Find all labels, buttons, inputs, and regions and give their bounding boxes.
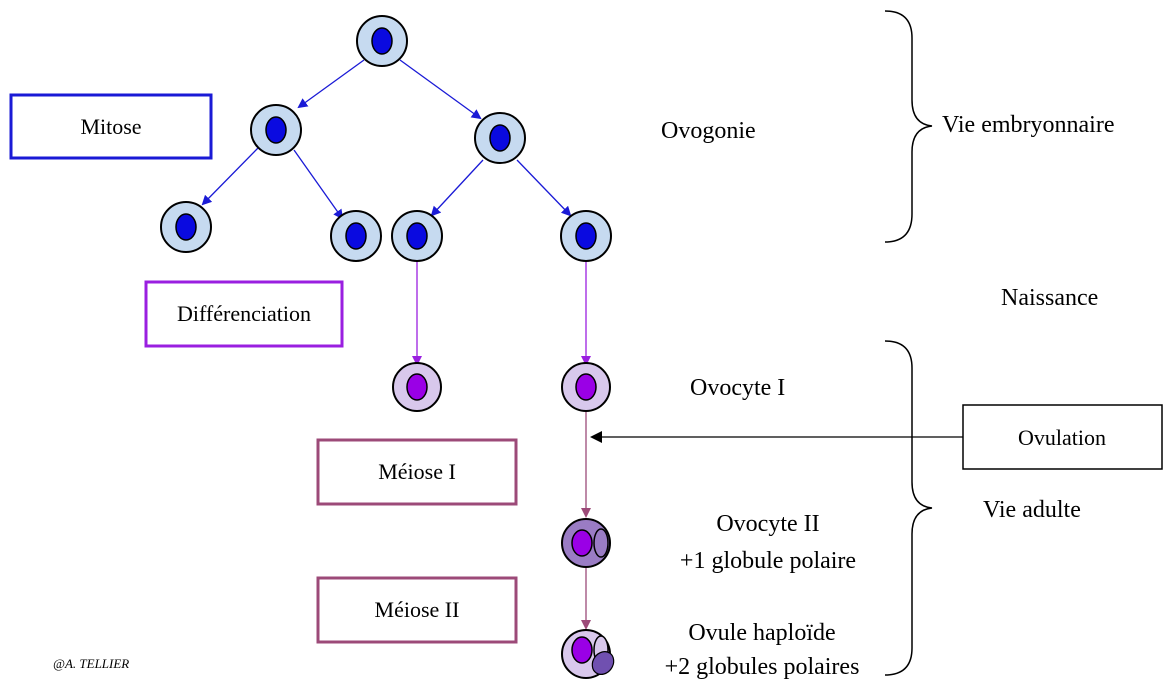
oocyte1-left <box>392 362 442 412</box>
mitose-box: Mitose <box>9 93 213 160</box>
arrow-left-leaf2 <box>293 149 344 220</box>
brace-adult <box>884 340 933 676</box>
arrow-right-leaf1 <box>430 159 484 217</box>
meiose1-label: Méiose I <box>378 459 456 484</box>
oogonium-leaf-3 <box>391 210 443 262</box>
oocyte1-cells <box>392 362 611 412</box>
differenciation-label: Différenciation <box>177 301 311 326</box>
vie-embryonnaire-label: Vie embryonnaire <box>942 112 1115 138</box>
ovule-label: Ovule haploïde <box>688 620 835 646</box>
oogonium-cells <box>160 15 612 262</box>
arrow-root-left <box>297 59 365 109</box>
ovogonie-label: Ovogonie <box>661 118 756 144</box>
meiose2-label: Méiose II <box>375 597 460 622</box>
ovocyte2-polar-label: +1 globule polaire <box>680 548 856 574</box>
oocyte1-right <box>561 362 611 412</box>
oogonium-leaf-1 <box>160 201 212 253</box>
mitose-label: Mitose <box>80 114 141 139</box>
oogonium-right <box>474 112 526 164</box>
naissance-label: Naissance <box>1001 285 1098 311</box>
differentiation-arrows <box>412 261 591 366</box>
oogonium-leaf-4 <box>560 210 612 262</box>
brace-embryonic <box>884 10 933 243</box>
ovocyte1-label: Ovocyte I <box>690 375 785 401</box>
ovocyte2-label: Ovocyte II <box>716 511 819 537</box>
polar-body-1 <box>593 528 609 558</box>
oogonium-leaf-2 <box>330 210 382 262</box>
oogonium-root <box>356 15 408 67</box>
mitosis-arrows <box>201 59 572 220</box>
arrow-root-right <box>399 59 482 120</box>
differenciation-box: Différenciation <box>144 280 344 348</box>
ovule-cell <box>561 629 615 679</box>
arrow-left-leaf1 <box>201 147 259 206</box>
oogonium-left <box>250 104 302 156</box>
vie-adulte-label: Vie adulte <box>983 497 1081 523</box>
ovule-polar-label: +2 globules polaires <box>665 654 860 680</box>
oocyte2-cell <box>561 518 611 568</box>
ovulation-label: Ovulation <box>1018 425 1106 450</box>
polar-body-b <box>591 651 615 675</box>
meiose2-box: Méiose II <box>316 576 518 644</box>
author-credit: @A. TELLIER <box>53 656 129 671</box>
ovulation-box: Ovulation <box>962 404 1163 470</box>
arrow-right-leaf2 <box>516 159 572 217</box>
meiose1-box: Méiose I <box>316 438 518 506</box>
